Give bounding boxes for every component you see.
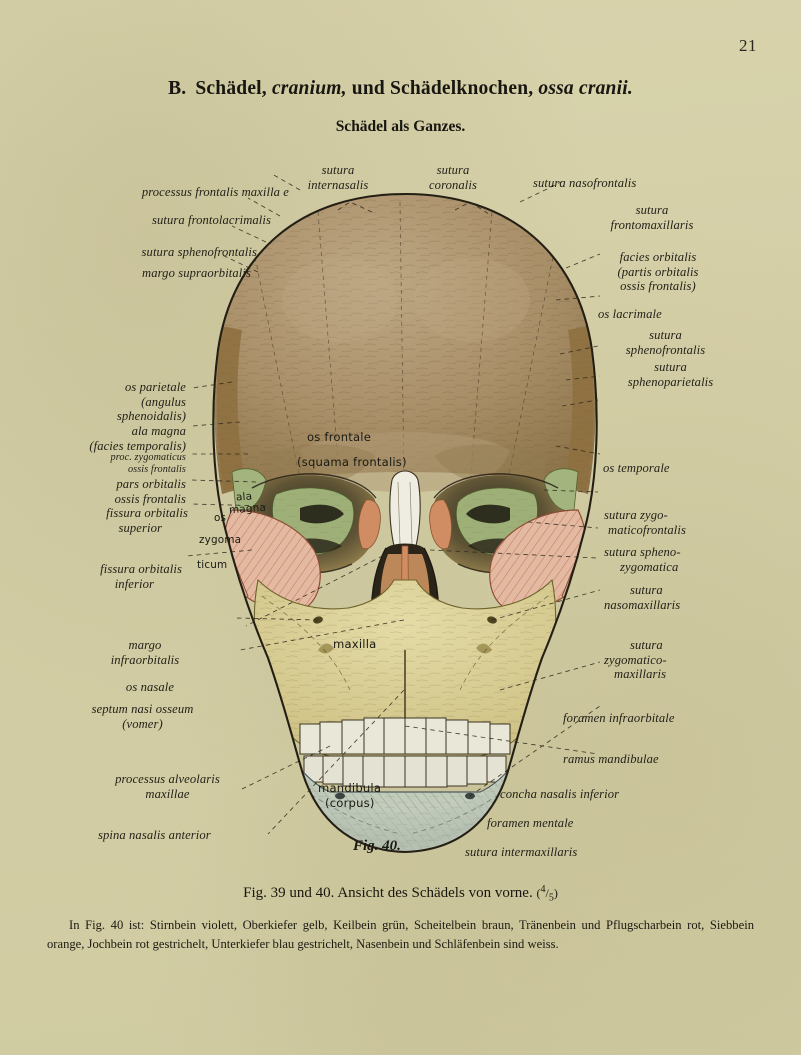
os-zygomaticum-figure-label-line2: zygoma [199,534,242,546]
label-sutura-sphenofrontalis: sutura sphenofrontalis [141,245,257,259]
label-proc-zygomaticus-ossis-frontalis: proc. zygomaticus ossis frontalis [110,452,186,475]
label-foramen-infraorbitale: foramen infraorbitale [563,711,675,725]
label-sutura-sphenoparietalis: sutura sphenoparietalis [627,360,714,389]
title-italic-2: ossa cranii. [538,78,633,99]
label-ala-magna: ala magna (facies temporalis) [89,424,186,453]
label-processus-alveolaris-maxillae: processus alveolaris maxillae [115,772,220,801]
label-sutura-zygomaticomaxillaris: sutura zygomatico- maxillaris [604,638,667,682]
label-facies-orbitalis: facies orbitalis (partis orbitalis ossis… [617,250,699,294]
page-number: 21 [739,36,757,55]
figure-caption-main: Fig. 39 und 40. Ansicht des Schädels von… [0,884,801,903]
label-sutura-frontolacrimalis: sutura frontolacrimalis [151,213,271,227]
label-processus-frontalis-maxillae: processus frontalis maxilla e [141,185,289,199]
ala-magna-figure-label-line1: ala [235,490,253,504]
label-sutura-zygomaticofrontalis: sutura zygo- maticofrontalis [604,508,686,537]
label-margo-infraorbitalis: margo infraorbitalis [110,638,180,667]
label-foramen-mentale: foramen mentale [487,816,574,830]
mandibula-corpus-figure-label: (corpus) [325,796,375,810]
page-title: B.Schädel, cranium, und Schädelknochen, … [0,78,801,100]
page-subtitle: Schädel als Ganzes. [335,118,466,135]
skull-anterior-view-illustration [185,173,601,854]
maxilla-figure-label: maxilla [333,637,377,651]
label-os-nasale: os nasale [125,680,175,694]
label-sutura-sphenofrontalis-right: sutura sphenofrontalis [625,328,706,357]
label-margo-supraorbitalis: margo supraorbitalis [142,266,251,280]
section-letter: B. [168,78,187,99]
label-concha-nasalis-inferior: concha nasalis inferior [500,787,620,801]
caption-body-text: In Fig. 40 ist: Stirnbein violett, Oberk… [47,918,754,952]
figure-scale: (4/5) [536,884,558,904]
label-sutura-nasofrontalis: sutura nasofrontalis [533,176,637,190]
label-sutura-sphenozygomatica: sutura spheno- zygomatica [604,545,681,574]
leader-lines [185,173,601,835]
label-os-parietale: os parietale (angulus sphenoidalis) [116,380,186,424]
label-septum-nasi-osseum: septum nasi osseum (vomer) [91,702,194,731]
title-part-1: Schädel, [195,78,267,99]
figure-number: Fig. 40. [353,838,401,854]
squama-frontalis-figure-label: (squama frontalis) [297,455,407,469]
figure-caption-body: In Fig. 40 ist: Stirnbein violett, Oberk… [47,916,754,954]
label-fissura-orbitalis-superior: fissura orbitalis superior [106,506,188,535]
label-sutura-frontomaxillaris: sutura frontomaxillaris [610,203,694,232]
label-sutura-internasalis: sutura internasalis [307,163,369,192]
os-zygomaticum-figure-label-line1: os [214,512,227,524]
label-fissura-orbitalis-inferior: fissura orbitalis inferior [100,562,182,591]
os-zygomaticum-figure-label-line3: ticum [197,559,228,571]
label-spina-nasalis-anterior: spina nasalis anterior [98,828,211,842]
label-os-lacrimale: os lacrimale [598,307,662,321]
label-sutura-coronalis: sutura coronalis [428,163,477,192]
os-frontale-figure-label: os frontale [307,430,372,444]
title-italic-1: cranium, [271,78,347,99]
figure-caption-text: Fig. 39 und 40. Ansicht des Schädels von… [243,885,533,901]
label-sutura-intermaxillaris: sutura intermaxillaris [465,845,578,859]
label-ramus-mandibulae: ramus mandibulae [563,752,659,766]
mandibula-figure-label: mandibula [318,781,382,795]
label-pars-orbitalis-ossis-frontalis: pars orbitalis ossis frontalis [114,477,186,506]
title-part-2: und Schädelknochen, [351,78,534,99]
label-os-temporale: os temporale [603,461,670,475]
label-sutura-nasomaxillaris: sutura nasomaxillaris [604,583,681,612]
